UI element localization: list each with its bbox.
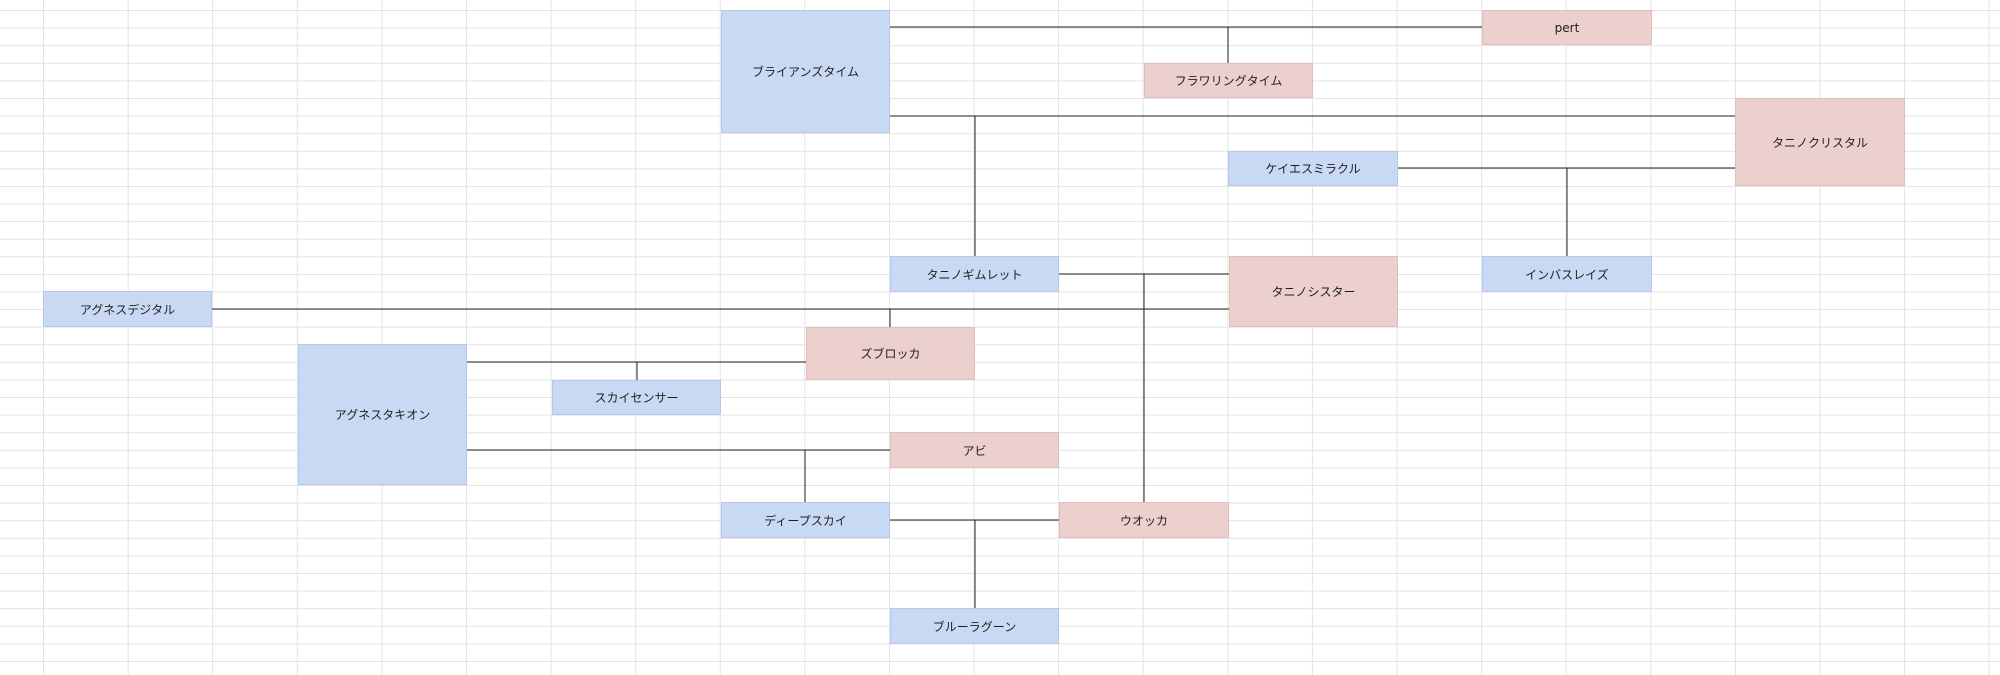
node-label: アビ: [962, 443, 987, 458]
node-label: タニノギムレット: [926, 267, 1023, 282]
node-zubrowka[interactable]: ズブロッカ: [806, 327, 975, 380]
node-label: ウオッカ: [1119, 513, 1168, 528]
node-tanino-sister[interactable]: タニノシスター: [1229, 256, 1398, 327]
node-agnes-tachyon[interactable]: アグネスタキオン: [298, 344, 467, 485]
node-deep-sky[interactable]: ディープスカイ: [721, 502, 890, 538]
node-vodka[interactable]: ウオッカ: [1059, 502, 1229, 538]
node-label: ブライアンズタイム: [751, 65, 860, 79]
node-label: スカイセンサー: [594, 391, 679, 405]
node-sky-sensor[interactable]: スカイセンサー: [552, 380, 721, 415]
node-brians-time[interactable]: ブライアンズタイム: [721, 10, 890, 133]
node-label: ズブロッカ: [860, 347, 921, 361]
node-tanino-gimlet[interactable]: タニノギムレット: [890, 256, 1059, 292]
node-label: アグネスタキオン: [334, 408, 431, 422]
node-abi[interactable]: アビ: [890, 432, 1059, 468]
node-pert[interactable]: pert: [1482, 10, 1652, 45]
node-label: タニノクリスタル: [1771, 135, 1868, 150]
node-label: インバスレイズ: [1525, 267, 1609, 282]
node-inver-blaze[interactable]: インバスレイズ: [1482, 256, 1652, 292]
node-label: ディープスカイ: [764, 513, 847, 528]
node-tanino-crystal[interactable]: タニノクリスタル: [1735, 98, 1905, 186]
node-label: ケイエスミラクル: [1265, 162, 1361, 176]
node-label: pert: [1554, 20, 1580, 35]
node-agnes-digital[interactable]: アグネスデジタル: [43, 291, 212, 327]
node-label: フラワリングタイム: [1174, 74, 1283, 88]
node-label: ブルーラグーン: [932, 619, 1017, 634]
node-label: タニノシスター: [1271, 285, 1356, 299]
node-flowering-time[interactable]: フラワリングタイム: [1144, 63, 1313, 98]
node-kei-s-miracle[interactable]: ケイエスミラクル: [1228, 151, 1398, 186]
node-label: アグネスデジタル: [79, 302, 176, 317]
node-blue-lagoon[interactable]: ブルーラグーン: [890, 608, 1059, 644]
